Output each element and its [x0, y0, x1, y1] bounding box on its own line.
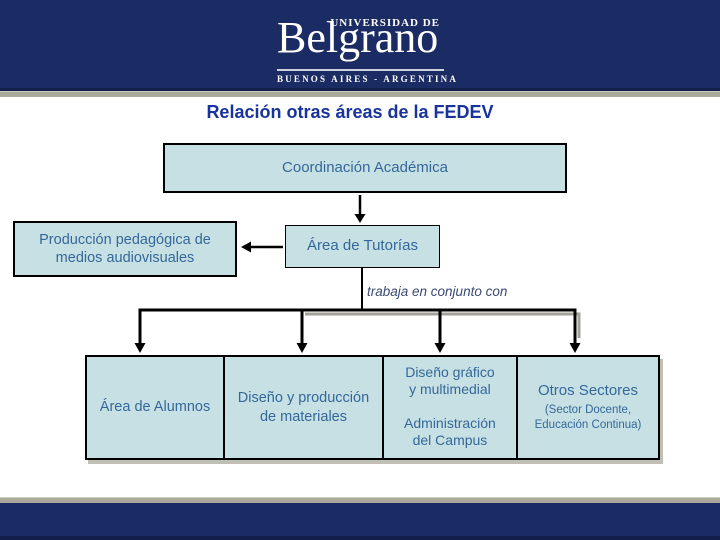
connector-label-trabaja: trabaja en conjunto con: [367, 284, 508, 299]
cell-diseno-produccion-line2: de materiales: [259, 408, 347, 425]
header-band: [0, 0, 720, 88]
logo-buenos-aires-text: BUENOS AIRES - ARGENTINA: [277, 74, 459, 84]
arrow-coordinacion-down-head: [354, 214, 366, 223]
box-area-tutorias: Área de Tutorías: [285, 225, 440, 268]
cell-administracion-line1: Administración: [404, 415, 496, 432]
arrow-head-diseno-grafico: [434, 343, 446, 353]
university-logo: UNIVERSIDAD DE Belgrano BUENOS AIRES - A…: [252, 10, 459, 84]
cell-administracion-group: Administración del Campus: [404, 415, 496, 449]
arrow-head-otros-sectores: [569, 343, 581, 353]
cell-diseno-produccion: Diseño y producción de materiales: [223, 357, 382, 458]
cell-otros-sub: (Sector Docente, Educación Continua): [535, 403, 642, 433]
connector-distribution-bar: [138, 308, 577, 344]
box-coordinacion-academica: Coordinación Académica: [163, 143, 567, 193]
footer-band: [0, 503, 720, 540]
footer-tan-separator: [0, 497, 720, 504]
box-produccion-line2: medios audiovisuales: [55, 250, 195, 266]
cell-otros-title: Otros Sectores: [537, 382, 639, 400]
cell-diseno-grafico-group: Diseño gráfico y multimedial: [405, 364, 495, 398]
cell-area-alumnos: Área de Alumnos: [87, 357, 223, 458]
cell-otros-sub-line2: Educación Continua): [534, 418, 642, 431]
cell-diseno-grafico-line2: y multimedial: [409, 380, 491, 397]
logo-belgrano-wordmark: Belgrano: [277, 13, 439, 62]
logo-universidad-de-text: UNIVERSIDAD DE: [330, 17, 440, 29]
cell-diseno-produccion-line1: Diseño y producción: [237, 390, 370, 407]
header-band-tan-separator: [0, 91, 720, 97]
arrow-head-diseno-produccion: [296, 343, 308, 353]
arrow-tutorias-left-head: [241, 241, 251, 253]
cell-diseno-grafico-admin: Diseño gráfico y multimedial Administrac…: [381, 357, 516, 458]
cell-otros-sectores: Otros Sectores (Sector Docente, Educació…: [515, 357, 658, 458]
box-bottom-sectors: Área de Alumnos Diseño y producción de m…: [85, 355, 660, 460]
header-band-dark-edge: [0, 88, 720, 91]
arrow-head-alumnos: [134, 343, 146, 353]
logo-divider-rule: [277, 69, 444, 71]
slide-title: Relación otras áreas de la FEDEV: [206, 102, 494, 122]
box-tutorias-label: Área de Tutorías: [307, 237, 418, 255]
connector-shadow: [305, 312, 581, 338]
cell-otros-sub-line1: (Sector Docente,: [544, 403, 632, 416]
box-coordinacion-label: Coordinación Académica: [282, 158, 448, 176]
box-produccion-pedagogica: Producción pedagógica de medios audiovis…: [13, 221, 237, 277]
cell-diseno-grafico-line1: Diseño gráfico: [405, 364, 495, 380]
cell-alumnos-label: Área de Alumnos: [99, 399, 211, 416]
footer-band-dark-edge: [0, 536, 720, 540]
cell-administracion-line2: del Campus: [412, 432, 488, 449]
box-produccion-line1: Producción pedagógica de: [39, 231, 211, 248]
